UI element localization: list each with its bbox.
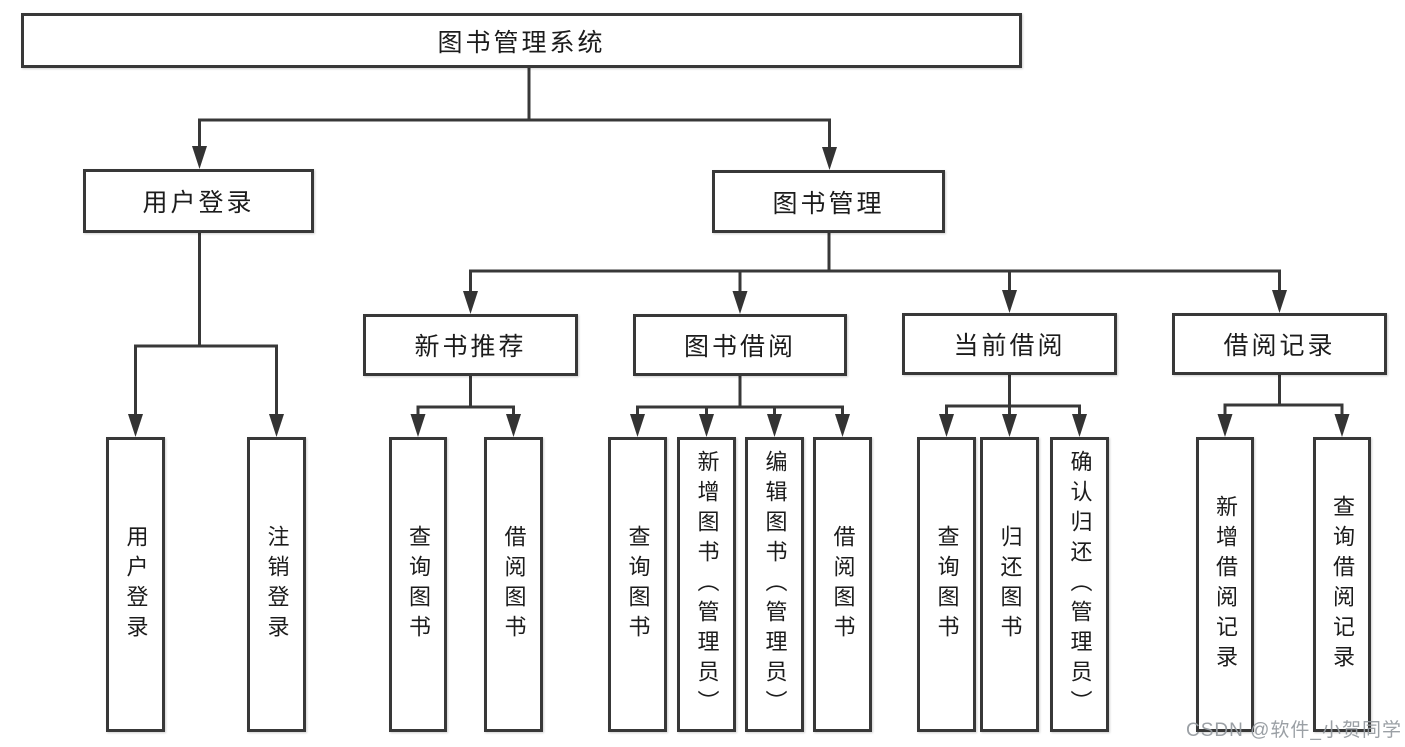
leaf-nb-borrow-books: 借阅图书 [484, 437, 543, 732]
node-label: 查询图书 [934, 524, 960, 645]
node-label: 查询图书 [625, 524, 651, 645]
leaf-logout: 注销登录 [247, 437, 306, 732]
node-label: 确认归还（管理员） [1067, 449, 1093, 720]
leaf-user-login: 用户登录 [106, 437, 165, 732]
node-label: 新增借阅记录 [1213, 494, 1238, 675]
leaf-bb-query-books: 查询图书 [608, 437, 667, 732]
node-label: 用户登录 [123, 524, 149, 645]
leaf-nb-query-books: 查询图书 [389, 437, 447, 732]
node-label: 用户登录 [142, 189, 255, 217]
node-new-book-recommend: 新书推荐 [363, 314, 578, 376]
node-borrow-records: 借阅记录 [1172, 313, 1387, 375]
node-label: 图书管理 [772, 189, 885, 218]
node-label: 当前借阅 [953, 332, 1066, 360]
watermark: CSDN @软件_小贺同学 [1186, 720, 1402, 741]
node-library-system: 图书管理系统 [21, 13, 1022, 68]
leaf-cb-confirm-return-admin: 确认归还（管理员） [1050, 437, 1109, 732]
leaf-bb-edit-books-admin: 编辑图书（管理员） [745, 437, 804, 732]
leaf-cb-query-books: 查询图书 [917, 437, 976, 732]
leaf-br-add-record: 新增借阅记录 [1196, 437, 1254, 732]
node-book-borrow: 图书借阅 [633, 314, 847, 376]
node-label: 编辑图书（管理员） [762, 449, 788, 720]
node-label: 图书借阅 [683, 333, 796, 361]
node-current-borrow: 当前借阅 [902, 313, 1117, 375]
node-label: 新书推荐 [414, 333, 527, 361]
leaf-br-query-record: 查询借阅记录 [1313, 437, 1371, 732]
leaf-cb-return-books: 归还图书 [980, 437, 1039, 732]
node-label: 查询借阅记录 [1330, 494, 1355, 675]
node-label: 图书管理系统 [437, 28, 606, 57]
node-label: 查询图书 [406, 524, 431, 645]
node-label: 注销登录 [264, 524, 290, 645]
node-label: 借阅记录 [1223, 332, 1336, 360]
leaf-bb-borrow-books: 借阅图书 [813, 437, 872, 732]
node-label: 归还图书 [997, 524, 1023, 645]
node-label: 新增图书（管理员） [694, 449, 720, 720]
leaf-bb-add-books-admin: 新增图书（管理员） [677, 437, 736, 732]
node-label: 借阅图书 [501, 524, 527, 645]
node-label: 借阅图书 [830, 524, 856, 645]
node-book-management: 图书管理 [712, 170, 945, 233]
node-user-login: 用户登录 [83, 169, 314, 233]
